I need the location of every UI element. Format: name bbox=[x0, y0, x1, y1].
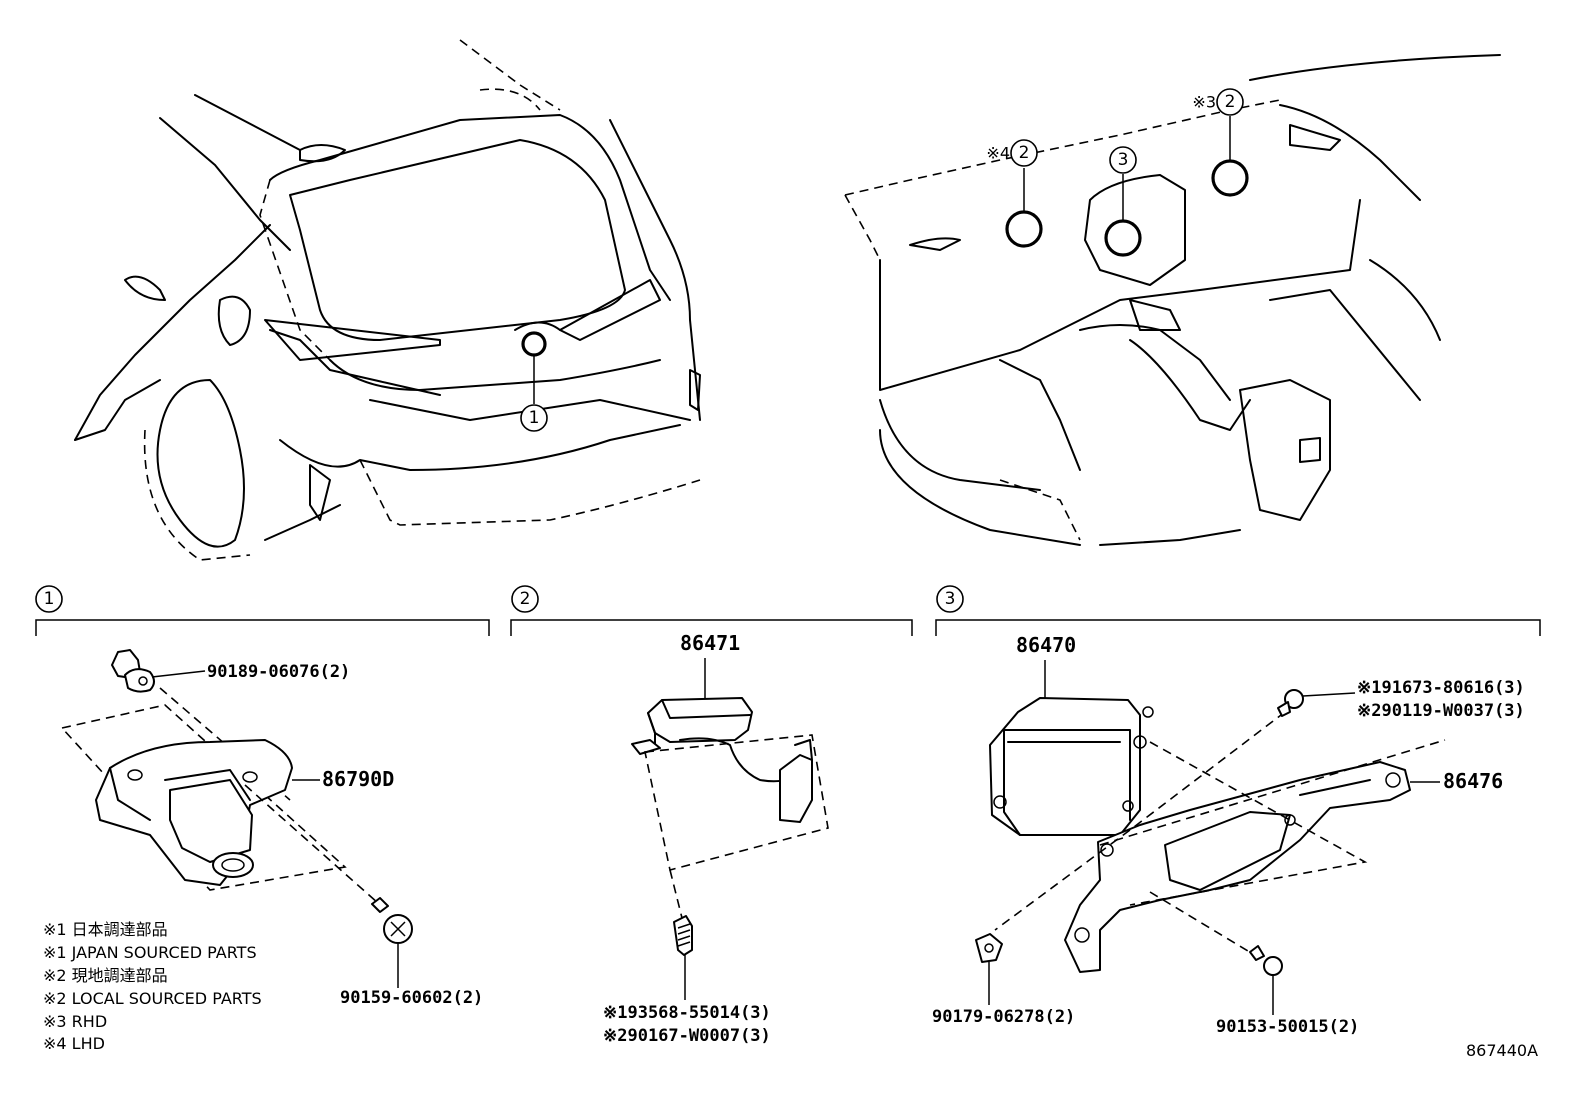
part-number-90119-W0037: ※290119-W0037(3) bbox=[1357, 701, 1525, 721]
overview-callout-2-lhd-prefix: ※4 bbox=[986, 144, 1010, 163]
note-1-en: ※1 JAPAN SOURCED PARTS bbox=[43, 943, 257, 962]
overview-callout-2-lhd: ※4 2 bbox=[986, 139, 1038, 167]
part-number-86470: 86470 bbox=[1016, 633, 1076, 657]
bolt-90153-50015 bbox=[1249, 945, 1283, 976]
notes-legend: ※1 日本調達部品 ※1 JAPAN SOURCED PARTS ※2 現地調達… bbox=[43, 920, 262, 1053]
rear-camera-86790D bbox=[95, 739, 293, 886]
sensor-location-lhd bbox=[1005, 210, 1043, 248]
part-number-90179-06278: 90179-06278(2) bbox=[932, 1007, 1075, 1027]
overview-callout-1: 1 bbox=[520, 404, 548, 432]
ecu-location bbox=[1104, 219, 1142, 257]
overview-callout-1-label: 1 bbox=[529, 408, 540, 428]
rear-interior-illustration bbox=[844, 54, 1501, 546]
overview-callout-2-rhd-label: 2 bbox=[1225, 92, 1236, 112]
section-2-header: 2 bbox=[510, 585, 913, 636]
note-4: ※4 LHD bbox=[43, 1034, 105, 1053]
camera-mount-location bbox=[521, 331, 547, 357]
part-number-90189-06076: 90189-06076(2) bbox=[207, 662, 350, 682]
part-number-86790D: 86790D bbox=[322, 767, 394, 791]
part-number-86471: 86471 bbox=[680, 631, 740, 655]
sensor-86471 bbox=[631, 697, 813, 823]
overview-callout-3: 3 bbox=[1109, 146, 1137, 174]
ecu-86470 bbox=[989, 697, 1154, 836]
sensor-bounding-box bbox=[644, 734, 829, 871]
section-3-id: 3 bbox=[945, 589, 956, 609]
sensor-location-rhd bbox=[1211, 159, 1249, 197]
vehicle-rear-illustration bbox=[74, 39, 701, 561]
part-number-91673-80616: ※191673-80616(3) bbox=[1357, 678, 1525, 698]
part-number-90153-50015: 90153-50015(2) bbox=[1216, 1017, 1359, 1037]
note-1-jp: ※1 日本調達部品 bbox=[43, 920, 168, 939]
part-number-90159-60602: 90159-60602(2) bbox=[340, 988, 483, 1008]
bracket-86476 bbox=[1064, 761, 1411, 973]
screw-93568-55014 bbox=[673, 915, 693, 956]
bolt-91673-80616 bbox=[1277, 689, 1304, 717]
section-2-id: 2 bbox=[520, 589, 531, 609]
section-3-header: 3 bbox=[935, 585, 1541, 636]
overview-callout-2-rhd-prefix: ※3 bbox=[1192, 93, 1216, 112]
overview-callout-2-lhd-label: 2 bbox=[1019, 143, 1030, 163]
part-number-86476: 86476 bbox=[1443, 769, 1503, 793]
clip-90189-06076 bbox=[111, 649, 155, 693]
section-1-header: 1 bbox=[35, 585, 490, 636]
note-2-en: ※2 LOCAL SOURCED PARTS bbox=[43, 989, 262, 1008]
note-3: ※3 RHD bbox=[43, 1012, 107, 1031]
part-number-90167-W0007: ※290167-W0007(3) bbox=[603, 1026, 771, 1046]
screw-90159-60602 bbox=[371, 897, 413, 944]
overview-callout-2-rhd: ※3 2 bbox=[1192, 88, 1244, 116]
nut-90179-06278 bbox=[975, 933, 1003, 963]
illustration-code: 867440A bbox=[1466, 1041, 1538, 1060]
note-2-jp: ※2 現地調達部品 bbox=[43, 966, 168, 985]
part-number-93568-55014: ※193568-55014(3) bbox=[603, 1003, 771, 1023]
overview-callout-3-label: 3 bbox=[1118, 150, 1129, 170]
section-1-id: 1 bbox=[44, 589, 55, 609]
